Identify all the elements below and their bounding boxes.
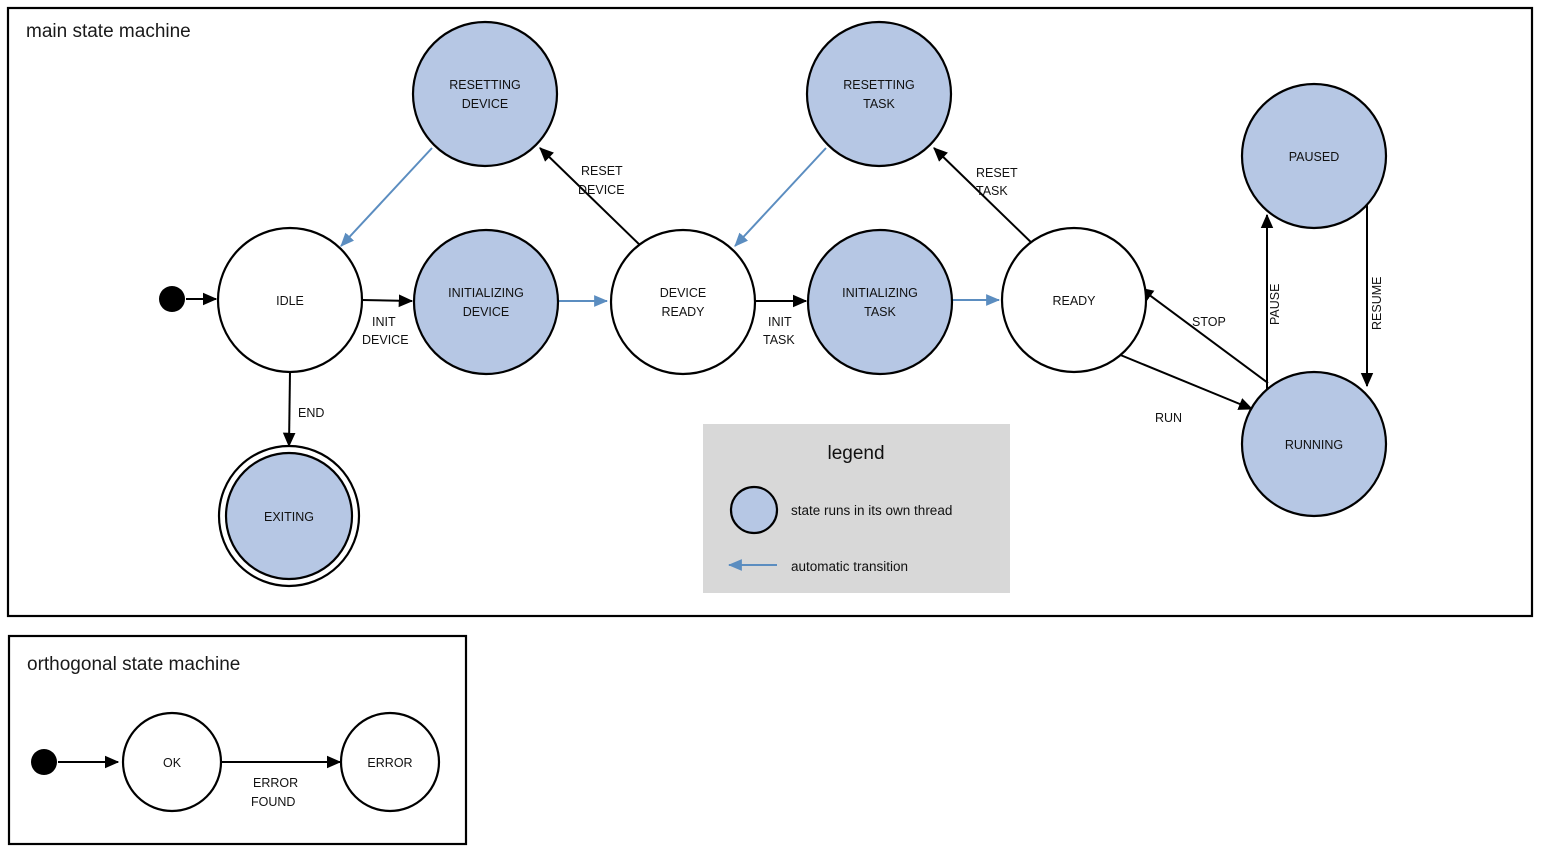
transition-label-line2: TASK [763, 333, 795, 347]
state-label-line1: READY [1052, 294, 1096, 308]
legend-item-label-1: automatic transition [791, 559, 908, 574]
state-label-line2: DEVICE [462, 97, 509, 111]
state-label-line1: EXITING [264, 510, 314, 524]
transition-line [1139, 287, 1269, 384]
state-circle[interactable] [121, 711, 223, 813]
transition-device-ready-to-initializing-task: INIT TASK [756, 294, 808, 347]
state-circle[interactable] [216, 226, 364, 374]
transition-ok-to-error: ERROR FOUND [222, 755, 342, 809]
state-error[interactable]: ERROR [339, 711, 441, 813]
legend-item-label-0: state runs in its own thread [791, 503, 952, 518]
transition-label-line1: INIT [372, 315, 396, 329]
state-circle[interactable] [339, 711, 441, 813]
transition-label-line1: RESET [976, 166, 1018, 180]
main-frame-title: main state machine [26, 21, 191, 42]
state-label-line1: ERROR [367, 756, 412, 770]
state-label-line1: IDLE [276, 294, 304, 308]
state-label-line1: RESETTING [449, 78, 521, 92]
state-circle[interactable] [224, 451, 354, 581]
state-running[interactable]: RUNNING [1240, 370, 1388, 518]
state-label-line2: READY [661, 305, 705, 319]
state-circle[interactable] [805, 20, 953, 168]
transition-running-to-ready: STOP [1139, 287, 1269, 384]
transition-label-line2: TASK [976, 184, 1008, 198]
state-label-line1: DEVICE [660, 286, 707, 300]
state-exiting[interactable]: EXITING [217, 444, 361, 588]
transition-running-to-paused: PAUSE [1260, 213, 1282, 400]
transition-label-line1: STOP [1192, 315, 1226, 329]
state-label-line1: RESETTING [843, 78, 915, 92]
legend: legend state runs in its own thread auto… [703, 424, 1010, 593]
transition-paused-to-running: RESUME [1360, 205, 1384, 388]
state-circle[interactable] [609, 228, 757, 376]
transition-device-ready-to-resetting-device: RESET DEVICE [539, 147, 646, 251]
state-circle[interactable] [1000, 226, 1148, 374]
transition-label-line1: INIT [768, 315, 792, 329]
state-label-line1: INITIALIZING [448, 286, 524, 300]
transition-line [539, 147, 646, 251]
state-initializing-task[interactable]: INITIALIZING TASK [806, 228, 954, 376]
transition-label-line2: FOUND [251, 795, 295, 809]
state-label-line2: TASK [863, 97, 895, 111]
transition-line [1117, 353, 1254, 410]
transition-start-to-idle [159, 286, 218, 312]
state-ok[interactable]: OK [121, 711, 223, 813]
state-label-line2: TASK [864, 305, 896, 319]
state-idle[interactable]: IDLE [216, 226, 364, 374]
state-paused[interactable]: PAUSED [1240, 82, 1388, 230]
transition-idle-to-initializing-device: INIT DEVICE [361, 294, 414, 347]
transition-start-to-ok [31, 749, 120, 775]
state-circle[interactable] [806, 228, 954, 376]
state-initializing-device[interactable]: INITIALIZING DEVICE [412, 228, 560, 376]
state-circle[interactable] [1240, 370, 1388, 518]
transition-resetting-device-to-idle [340, 147, 433, 247]
orthogonal-initial-state-dot [31, 749, 57, 775]
transition-idle-to-exiting: END [282, 371, 324, 448]
state-label-line2: DEVICE [463, 305, 510, 319]
transition-line [282, 371, 296, 448]
legend-thread-state-icon [729, 485, 779, 535]
transition-label-line1: RUN [1155, 411, 1182, 425]
legend-title: legend [827, 443, 884, 464]
orthogonal-frame-title: orthogonal state machine [27, 654, 240, 675]
state-circle[interactable] [1240, 82, 1388, 230]
transition-ready-to-resetting-task: RESET TASK [933, 147, 1039, 250]
initial-state-dot [159, 286, 185, 312]
state-label-line1: PAUSED [1289, 150, 1339, 164]
transition-resetting-task-to-device-ready [734, 147, 827, 247]
state-device-ready[interactable]: DEVICE READY [609, 228, 757, 376]
transition-label-line2: DEVICE [578, 183, 625, 197]
state-circle[interactable] [412, 228, 560, 376]
transition-line [933, 147, 1039, 250]
state-label-line1: RUNNING [1285, 438, 1343, 452]
transition-line [734, 147, 827, 247]
state-resetting-device[interactable]: RESETTING DEVICE [411, 20, 559, 168]
state-label-line1: OK [163, 756, 182, 770]
transition-label-line1: ERROR [253, 776, 298, 790]
state-circle[interactable] [411, 20, 559, 168]
transition-line [340, 147, 433, 247]
transition-label-line1: END [298, 406, 324, 420]
transition-label-line1: RESUME [1370, 277, 1384, 330]
state-label-line1: INITIALIZING [842, 286, 918, 300]
transition-ready-to-running: RUN [1117, 353, 1254, 425]
transition-label-line2: DEVICE [362, 333, 409, 347]
transition-label-line1: RESET [581, 164, 623, 178]
state-ready[interactable]: READY [1000, 226, 1148, 374]
transition-label-line1: PAUSE [1268, 284, 1282, 325]
state-resetting-task[interactable]: RESETTING TASK [805, 20, 953, 168]
transition-line [361, 294, 414, 308]
